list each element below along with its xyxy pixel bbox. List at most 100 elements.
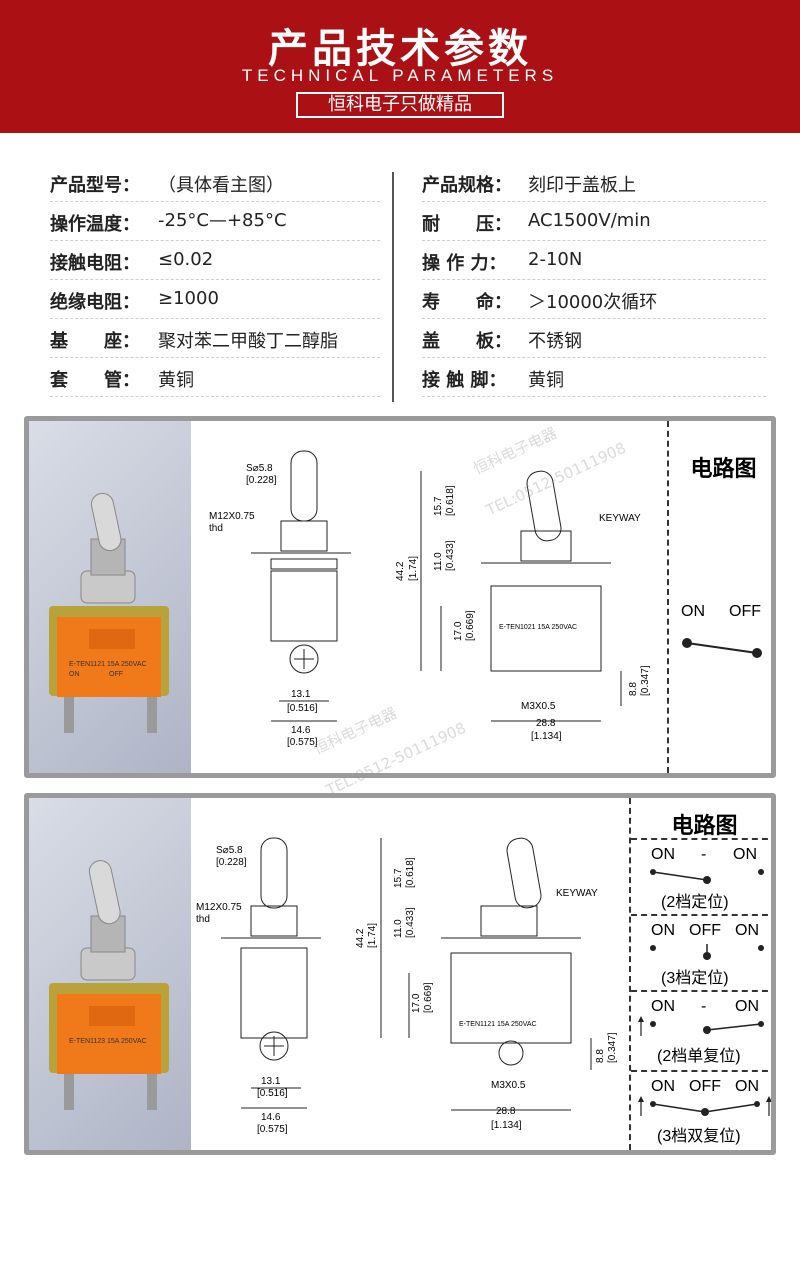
- dim-11: 11.0: [433, 552, 444, 571]
- spec-key: 寿 命：: [422, 292, 512, 313]
- spec-row: 操作温度： -25°C—+85°C: [50, 202, 380, 241]
- dim-s-phi: S⌀5.8: [216, 845, 243, 856]
- circuit-label: ON: [651, 1078, 675, 1095]
- spec-row: 耐 压：AC1500V/min: [422, 202, 766, 241]
- circuit-label: -: [701, 998, 707, 1015]
- dim-13-in: [0.516]: [287, 703, 318, 714]
- spec-value: 不锈钢: [528, 331, 582, 352]
- dim-keyway: KEYWAY: [556, 888, 598, 899]
- dim-screw: M3X0.5: [491, 1080, 526, 1091]
- dim-13: 13.1: [291, 689, 311, 700]
- circuit-caption: (2档单复位): [657, 1048, 741, 1065]
- dim-13: 13.1: [261, 1076, 281, 1087]
- spec-key: 产品规格：: [422, 175, 512, 196]
- dim-44: 44.2: [395, 561, 406, 581]
- photo-marking-text: E-TEN1123 15A 250VAC: [69, 1038, 147, 1045]
- spec-value: ≥1000: [158, 288, 219, 309]
- dim-157: 15.7: [393, 868, 404, 888]
- dim-11-in: [0.433]: [445, 540, 456, 571]
- spec-row: 接 触 脚： 黄铜: [422, 358, 766, 397]
- dim-14-in: [0.575]: [287, 737, 318, 748]
- dim-17: 17.0: [453, 621, 464, 641]
- dim-44: 44.2: [355, 928, 366, 948]
- spec-value: ＞10000次循环: [528, 292, 658, 313]
- dim-44-in: [1.74]: [408, 556, 419, 581]
- spec-key: 接触电阻：: [50, 253, 140, 274]
- dim-screw: M3X0.5: [521, 701, 556, 712]
- page-subtitle: TECHNICAL PARAMETERS: [241, 66, 559, 85]
- circuit-item: ON - ON (2档定位): [631, 838, 771, 914]
- photo-marking-off: OFF: [109, 671, 123, 678]
- spec-value: 黄铜: [528, 370, 564, 391]
- spec-key: 产品型号：: [50, 175, 140, 196]
- spec-row: 绝缘电阻：≥1000: [50, 280, 380, 319]
- circuit-item: ON OFF ON (3档定位): [631, 914, 771, 990]
- spec-row: 接触电阻： ≤0.02: [50, 241, 380, 280]
- spec-key: 耐 压：: [422, 214, 512, 235]
- spec-key: 盖 板：: [422, 331, 512, 352]
- spec-value: 黄铜: [158, 370, 194, 391]
- spec-row: 套 管：黄铜: [50, 358, 380, 397]
- spec-value: （具体看主图）: [158, 175, 284, 196]
- circuit-label: ON: [735, 1078, 759, 1095]
- terminal-left: [64, 1074, 74, 1110]
- lever-shape: [88, 860, 121, 925]
- dimension-drawing: S⌀5.8 [0.228] M12X0.75 thd 13.1 [0.516] …: [196, 837, 618, 1135]
- toggle-switch-photo: E-TEN1123 15A 250VAC: [49, 860, 169, 1110]
- spec-divider: [392, 172, 394, 402]
- spec-value: ≤0.02: [158, 249, 214, 270]
- dim-157-in: [0.618]: [445, 485, 456, 516]
- dim-13-in: [0.516]: [257, 1088, 288, 1099]
- terminal-right: [147, 1074, 157, 1110]
- spec-row: 操 作 力：2-10N: [422, 241, 766, 280]
- product-photo: E-TEN1121 15A 250VAC ON OFF: [29, 421, 191, 773]
- circuit-label: OFF: [689, 922, 721, 939]
- spec-key: 操作温度：: [50, 214, 140, 235]
- spec-list-left: 产品型号： （具体看主图） 操作温度： -25°C—+85°C 接触电阻： ≤0.02…: [50, 163, 380, 397]
- product-photo: E-TEN1123 15A 250VAC: [29, 798, 191, 1150]
- base-window: [89, 1006, 135, 1026]
- switch-symbol: [650, 944, 764, 960]
- dim-s-phi-in: [0.228]: [216, 857, 247, 868]
- dim-157-in: [0.618]: [405, 857, 416, 888]
- switch-symbol: [682, 638, 762, 658]
- dim-88: 8.8: [595, 1049, 606, 1063]
- photo-marking-on: ON: [69, 671, 80, 678]
- circuit-label: ON: [651, 846, 675, 863]
- spec-key: 接 触 脚：: [422, 370, 507, 391]
- product-panel-single: E-TEN1121 15A 250VAC ON OFF: [24, 416, 776, 778]
- page-header: 产品技术参数 TECHNICAL PARAMETERS 恒科电子只做精品: [0, 0, 800, 133]
- dim-s-phi-in: [0.228]: [246, 475, 277, 486]
- spec-row: 产品型号： （具体看主图）: [50, 163, 380, 202]
- switch-symbol: [638, 1096, 771, 1116]
- dim-thd: thd: [209, 523, 223, 534]
- circuit-caption: (3档双复位): [657, 1128, 741, 1145]
- circuit-column: 电路图 ON - ON (2档定位) ON OFF ON (3档定位) ON -…: [629, 798, 771, 1150]
- circuit-label: ON: [651, 922, 675, 939]
- spec-row: 产品规格：刻印于盖板上: [422, 163, 766, 202]
- dim-14: 14.6: [291, 725, 311, 736]
- terminal-right: [147, 697, 157, 733]
- drawing-marking: E-TEN1021 15A 250VAC: [499, 624, 577, 631]
- switch-symbol: [638, 1016, 764, 1036]
- dim-44-in: [1.74]: [367, 923, 378, 948]
- photo-marking-text: E-TEN1121 15A 250VAC: [69, 661, 147, 668]
- on-label: ON: [681, 603, 705, 620]
- drawing-marking: E-TEN1121 15A 250VAC: [459, 1021, 537, 1028]
- circuit-item: ON - ON (2档单复位): [631, 990, 771, 1070]
- dim-thread: M12X0.75: [209, 511, 255, 522]
- spec-list-right: 产品规格：刻印于盖板上 耐 压：AC1500V/min 操 作 力：2-10N …: [422, 163, 766, 397]
- terminal-left: [64, 697, 74, 733]
- spec-value: -25°C—+85°C: [158, 210, 287, 231]
- dim-s-phi: S⌀5.8: [246, 463, 273, 474]
- spec-row: 盖 板： 不锈钢: [422, 319, 766, 358]
- dim-157: 15.7: [433, 496, 444, 516]
- dim-thread: M12X0.75: [196, 902, 242, 913]
- lever-shape: [90, 492, 122, 552]
- dim-keyway: KEYWAY: [599, 513, 641, 524]
- spec-row: 基 座：聚对苯二甲酸丁二醇脂: [50, 319, 380, 358]
- spec-value: 聚对苯二甲酸丁二醇脂: [158, 331, 338, 352]
- dimension-drawing: S⌀5.8 [0.228] M12X0.75 thd 13.1 [0.516] …: [209, 450, 651, 748]
- circuit-label: ON: [735, 922, 759, 939]
- dim-88-in: [0.347]: [640, 665, 651, 696]
